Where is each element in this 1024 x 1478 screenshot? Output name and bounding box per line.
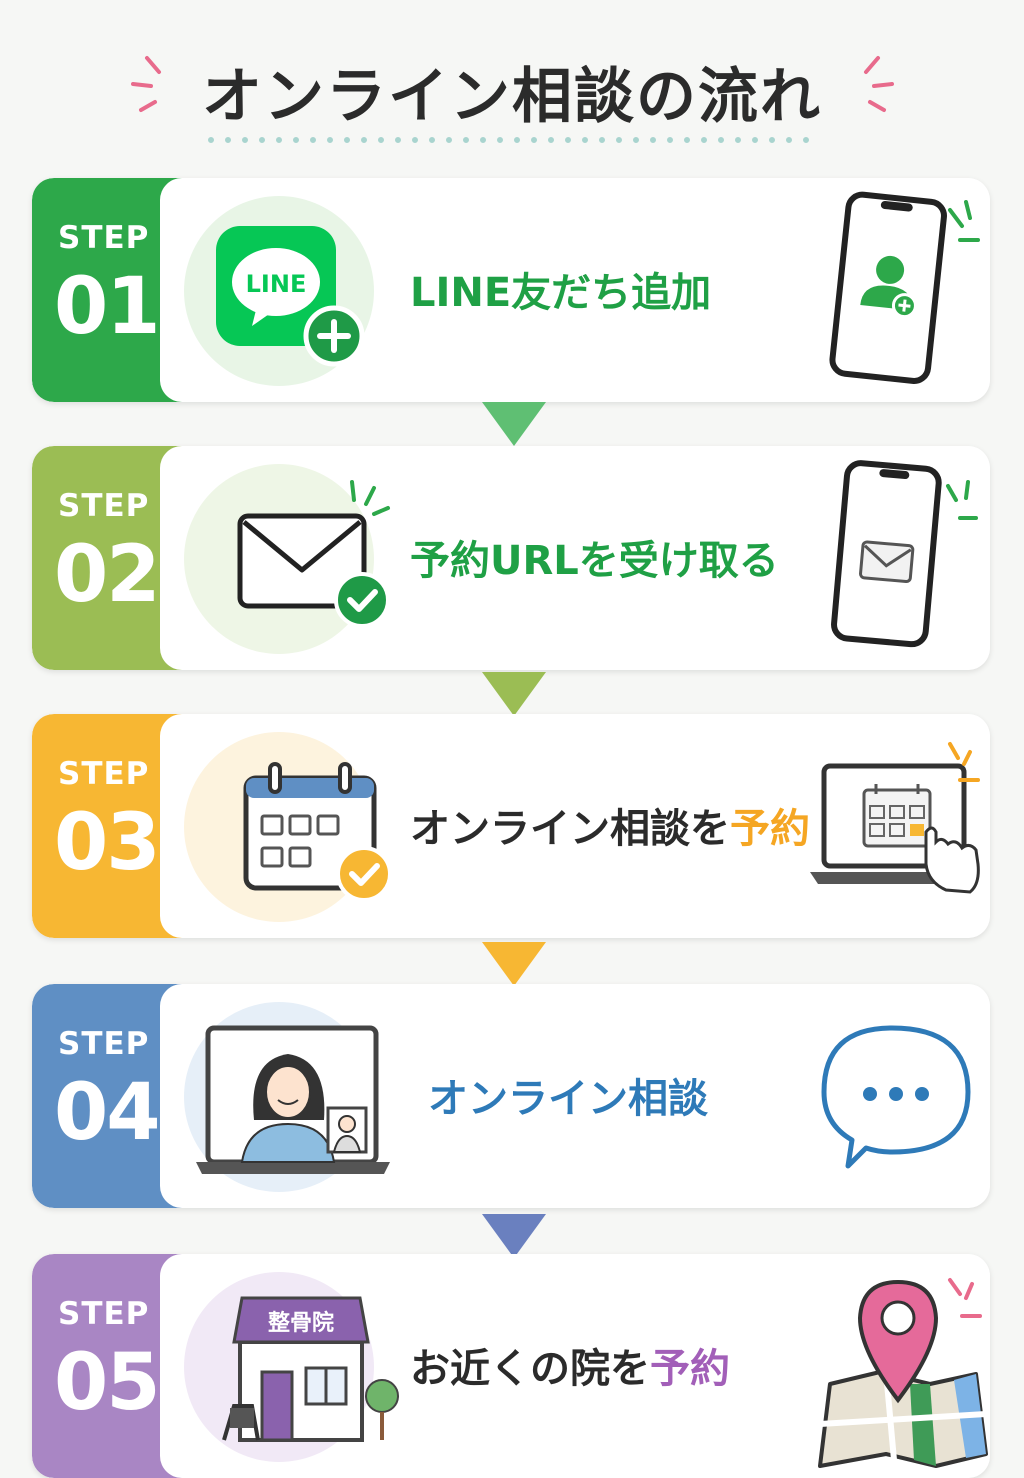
video-call-icon — [196, 1025, 390, 1174]
step-word: STEP — [58, 1296, 150, 1332]
smartphone-add-friend-icon — [829, 191, 980, 384]
step-content-02: 予約URLを受け取る — [160, 446, 990, 670]
line-logo-text: LINE — [246, 270, 307, 298]
step-card-01: STEP 01 LINE LINE友だち追加 — [32, 178, 990, 402]
step-label: オンライン相談を予約 — [410, 796, 810, 854]
dotted-divider — [208, 137, 812, 143]
step-word: STEP — [58, 488, 150, 524]
step-word: STEP — [58, 1026, 150, 1062]
flow-arrow-icon — [482, 1214, 546, 1258]
step-number: 01 — [54, 262, 161, 352]
step-content-03: オンライン相談を予約 — [160, 714, 990, 938]
step-number: 05 — [54, 1338, 161, 1428]
step-content-01: LINE LINE友だち追加 — [160, 178, 990, 402]
step-label-accent: 予約 — [650, 1346, 730, 1392]
laptop-calendar-tap-icon — [810, 742, 980, 894]
smartphone-mail-icon — [831, 460, 978, 648]
page-title: オンライン相談の流れ — [202, 62, 822, 132]
line-app-add-icon: LINE — [216, 226, 365, 367]
step-content-05: 整骨院 お近くの院を予約 — [160, 1254, 990, 1478]
step-label: オンライン相談 — [428, 1076, 708, 1122]
title-area: オンライン相談の流れ — [0, 30, 1024, 150]
step-label: LINE友だち追加 — [410, 270, 712, 316]
step-card-03: STEP 03 オンライン相談を予約 — [32, 714, 990, 938]
step-label-accent: 予約 — [730, 806, 810, 852]
step-content-04: オンライン相談 — [160, 984, 990, 1208]
step-label: 予約URLを受け取る — [410, 538, 779, 584]
step-label: お近くの院を予約 — [410, 1336, 730, 1394]
speech-bubble-icon — [821, 1025, 971, 1169]
step-number: 03 — [54, 798, 161, 888]
step-label-main: お近くの院を — [410, 1346, 650, 1392]
step-number: 04 — [54, 1068, 161, 1158]
right-sparkle-icon — [864, 56, 894, 112]
calendar-check-icon — [243, 762, 392, 902]
flow-arrow-icon — [482, 672, 546, 716]
clinic-building-icon: 整骨院 — [222, 1296, 399, 1442]
left-sparkle-icon — [131, 56, 161, 112]
mail-check-icon — [237, 480, 390, 628]
map-pin-icon — [818, 1278, 988, 1468]
flow-arrow-icon — [482, 402, 546, 446]
step-card-04: STEP 04 オンライン相談 — [32, 984, 990, 1208]
step-word: STEP — [58, 220, 150, 256]
step-card-05: STEP 05 整骨院 お近くの院を予約 — [32, 1254, 990, 1478]
step-card-02: STEP 02 予約URLを受け取る — [32, 446, 990, 670]
step-number: 02 — [54, 530, 161, 620]
clinic-sign-text: 整骨院 — [268, 1310, 334, 1336]
step-word: STEP — [58, 756, 150, 792]
step-label-main: オンライン相談を — [410, 806, 730, 852]
flow-arrow-icon — [482, 942, 546, 986]
